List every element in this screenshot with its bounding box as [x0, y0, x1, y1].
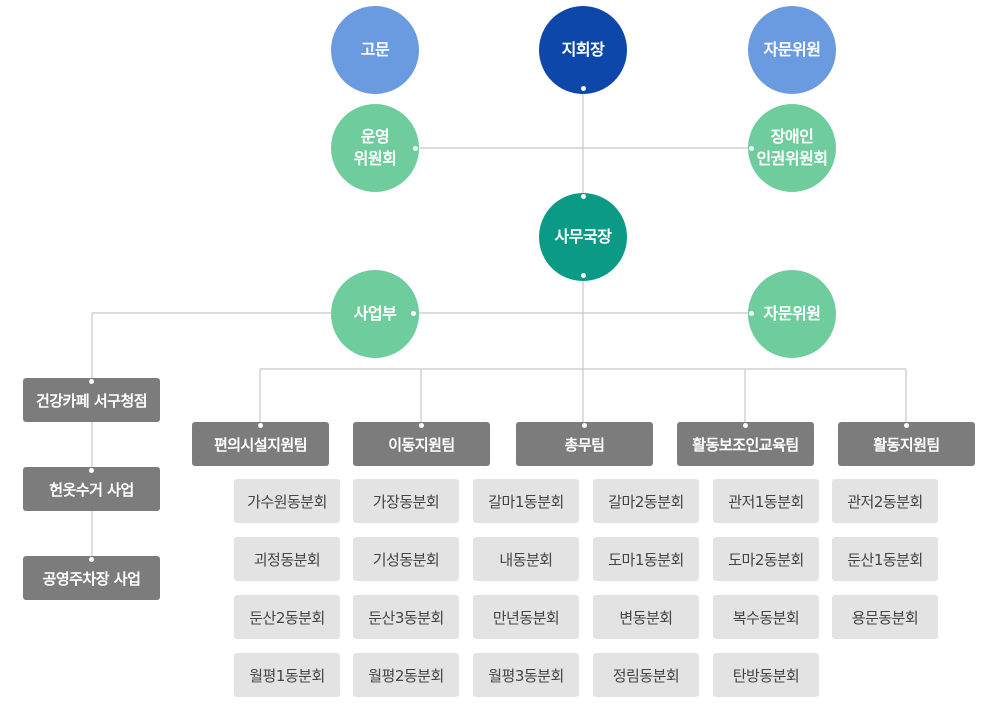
branch-item: 월평1동분회: [234, 653, 340, 697]
branch-item: 월평3동분회: [473, 653, 579, 697]
consultant-top-label: 자문위원: [763, 40, 821, 60]
branch-item: 갈마2동분회: [593, 479, 699, 523]
consultant-second-node: 자문위원: [748, 270, 836, 358]
connector-dot: [89, 468, 94, 473]
connector-dot: [582, 423, 587, 428]
branch-label: 탄방동분회: [732, 666, 800, 685]
chief-node: 지회장: [539, 6, 627, 94]
branch-label: 둔산1동분회: [847, 550, 923, 569]
team-label: 편의시설지원팀: [213, 435, 308, 454]
connector-dot: [413, 146, 418, 151]
branch-item: 둔산2동분회: [234, 595, 340, 639]
branch-label: 만년동분회: [492, 608, 560, 627]
consultant-top-node: 자문위원: [748, 6, 836, 94]
branch-item: 변동분회: [593, 595, 699, 639]
project-label: 공영주차장 사업: [42, 569, 141, 588]
connector-dot: [581, 86, 586, 91]
branch-item: 내동분회: [473, 537, 579, 581]
branch-label: 도마2동분회: [728, 550, 804, 569]
rights-committee-node: 장애인 인권위원회: [748, 104, 836, 192]
connector-dot: [904, 423, 909, 428]
operations-committee-label: 운영 위원회: [353, 127, 397, 168]
branch-item: 갈마1동분회: [473, 479, 579, 523]
branch-label: 정림동분회: [612, 666, 680, 685]
chief-label: 지회장: [561, 40, 605, 60]
branch-item: 복수동분회: [713, 595, 819, 639]
team-label: 활동지원팀: [873, 435, 940, 454]
branch-label: 월평3동분회: [488, 666, 564, 685]
connector-dot: [89, 557, 94, 562]
branch-label: 내동분회: [499, 550, 553, 569]
connector-dot: [749, 311, 754, 316]
branch-item: 둔산3동분회: [353, 595, 459, 639]
secretary-general-node: 사무국장: [539, 193, 627, 281]
branch-label: 가장동분회: [372, 492, 440, 511]
project-label: 건강카페 서구청점: [35, 391, 148, 410]
branch-item: 월평2동분회: [353, 653, 459, 697]
branch-item: 가수원동분회: [234, 479, 340, 523]
branch-label: 가수원동분회: [247, 492, 327, 511]
branch-label: 용문동분회: [851, 608, 919, 627]
team-label: 총무팀: [564, 435, 605, 454]
connector-dot: [743, 423, 748, 428]
team-label: 활동보조인교육팀: [692, 435, 799, 454]
branch-label: 둔산3동분회: [368, 608, 444, 627]
branch-label: 월평1동분회: [249, 666, 325, 685]
operations-committee-node: 운영 위원회: [331, 104, 419, 192]
branch-item: 둔산1동분회: [832, 537, 938, 581]
team-box: 편의시설지원팀: [192, 422, 329, 466]
branch-label: 둔산2동분회: [249, 608, 325, 627]
branch-item: 괴정동분회: [234, 537, 340, 581]
connector-dot: [581, 194, 586, 199]
branch-item: 탄방동분회: [713, 653, 819, 697]
project-box: 공영주차장 사업: [23, 556, 160, 600]
branch-label: 월평2동분회: [368, 666, 444, 685]
connector-dot: [258, 423, 263, 428]
branch-item: 관저2동분회: [832, 479, 938, 523]
branch-item: 도마2동분회: [713, 537, 819, 581]
connector-dot: [419, 423, 424, 428]
branch-label: 도마1동분회: [608, 550, 684, 569]
project-box: 건강카페 서구청점: [23, 378, 160, 422]
team-box: 이동지원팀: [353, 422, 490, 466]
advisor-node: 고문: [331, 6, 419, 94]
connector-dot: [749, 146, 754, 151]
branch-label: 관저2동분회: [847, 492, 923, 511]
team-label: 이동지원팀: [388, 435, 455, 454]
branch-item: 관저1동분회: [713, 479, 819, 523]
branch-item: 용문동분회: [832, 595, 938, 639]
connector-dot: [89, 379, 94, 384]
branch-label: 복수동분회: [732, 608, 800, 627]
team-box: 활동지원팀: [838, 422, 975, 466]
team-box: 활동보조인교육팀: [677, 422, 814, 466]
branch-label: 갈마2동분회: [608, 492, 684, 511]
consultant-second-label: 자문위원: [763, 304, 821, 324]
branch-item: 도마1동분회: [593, 537, 699, 581]
branch-item: 정림동분회: [593, 653, 699, 697]
connector-dot: [581, 273, 586, 278]
branch-label: 괴정동분회: [253, 550, 321, 569]
branch-item: 만년동분회: [473, 595, 579, 639]
connector-dot: [411, 311, 416, 316]
branch-label: 관저1동분회: [728, 492, 804, 511]
branch-label: 변동분회: [619, 608, 673, 627]
branch-item: 기성동분회: [353, 537, 459, 581]
branch-item: 가장동분회: [353, 479, 459, 523]
project-label: 헌옷수거 사업: [49, 480, 134, 499]
advisor-label: 고문: [360, 40, 390, 60]
branch-label: 갈마1동분회: [488, 492, 564, 511]
business-dept-node: 사업부: [331, 270, 419, 358]
rights-committee-label: 장애인 인권위원회: [756, 127, 828, 168]
project-box: 헌옷수거 사업: [23, 467, 160, 511]
team-box: 총무팀: [516, 422, 653, 466]
business-dept-label: 사업부: [353, 304, 397, 324]
branch-label: 기성동분회: [372, 550, 440, 569]
secretary-general-label: 사무국장: [554, 227, 612, 247]
